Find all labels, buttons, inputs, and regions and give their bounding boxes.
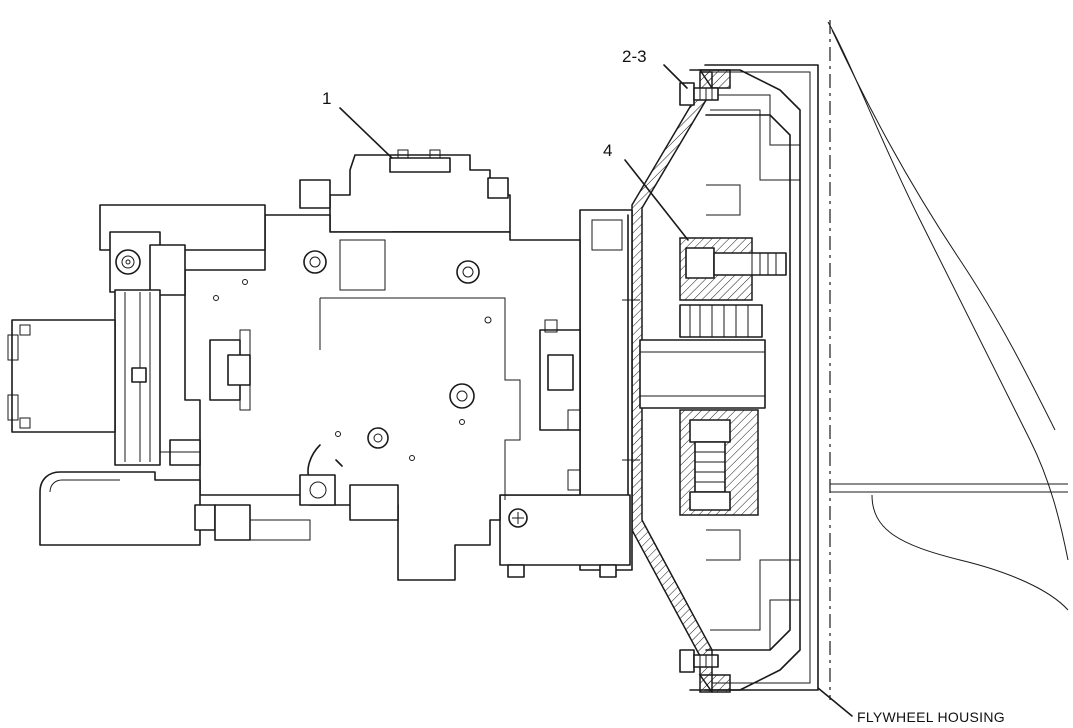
pump-body: [184, 149, 581, 581]
callout-4: 4: [603, 141, 612, 160]
bolt-bottom: [679, 649, 719, 673]
adapter-housing: [689, 69, 801, 691]
pump-rear-section: [7, 204, 311, 546]
coupling-assembly: [639, 237, 787, 516]
pump-flange: [499, 209, 640, 578]
callout-flywheel-housing: FLYWHEEL HOUSING: [857, 709, 1005, 725]
flywheel-housing: [704, 20, 1069, 700]
bolt-top: [679, 82, 719, 106]
callout-2-3: 2-3: [622, 47, 647, 66]
callout-1: 1: [322, 89, 331, 108]
leader-lines: [339, 64, 853, 717]
